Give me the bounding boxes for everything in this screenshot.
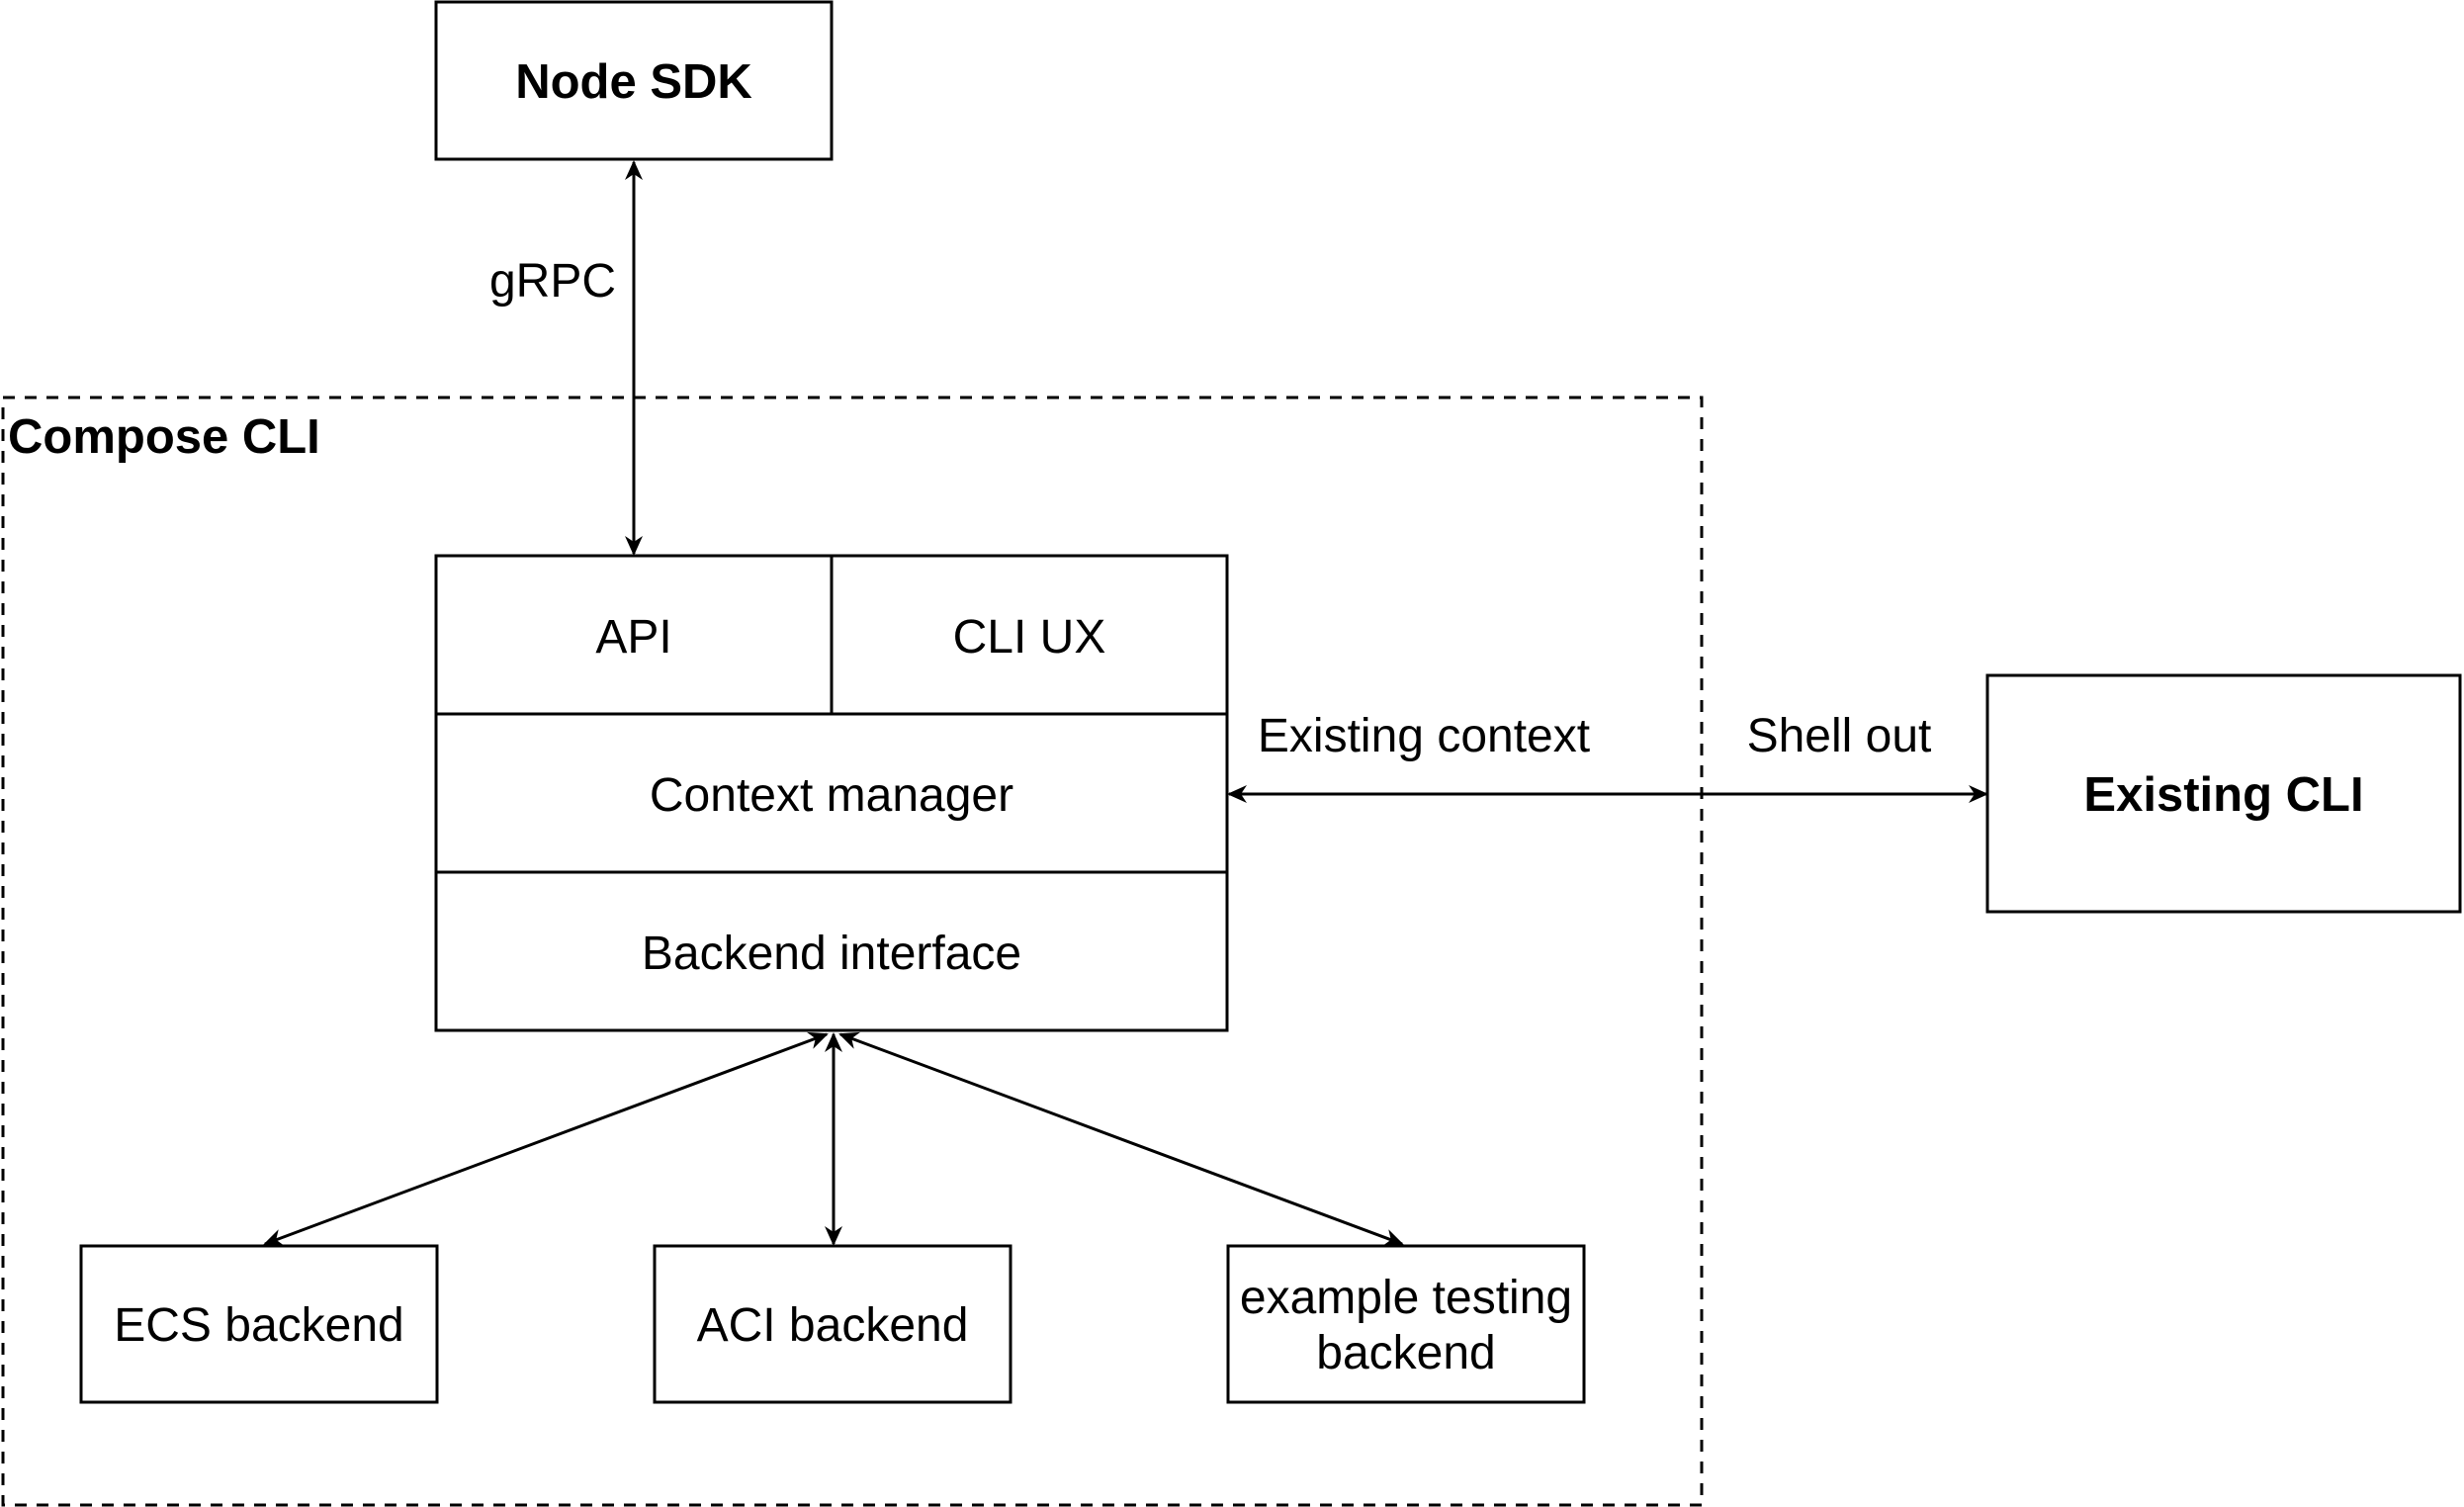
existing-context-label: Existing context bbox=[1258, 710, 1590, 762]
api-label: API bbox=[595, 611, 671, 664]
existing-cli-label: Existing CLI bbox=[2083, 768, 2363, 822]
cli-ux-label: CLI UX bbox=[953, 611, 1106, 664]
grpc-edge: gRPC bbox=[489, 160, 643, 556]
backend-interface-box bbox=[434, 870, 1229, 1032]
core-stack: API CLI UX Context manager Backend inter… bbox=[434, 554, 1229, 1032]
compose-cli-label: Compose CLI bbox=[8, 410, 320, 464]
shell-out-label: Shell out bbox=[1747, 710, 1932, 762]
ecs-backend-label: ECS backend bbox=[114, 1299, 404, 1352]
existing-cli-edge: Existing context Shell out bbox=[1227, 710, 1988, 803]
grpc-label: gRPC bbox=[489, 255, 616, 308]
example-testing-backend-label-line1: example testing bbox=[1240, 1272, 1572, 1324]
example-testing-backend-box: example testing backend bbox=[1226, 1244, 1586, 1404]
ecs-edge bbox=[263, 1031, 829, 1247]
compose-cli-boundary bbox=[1, 396, 1704, 1507]
example-testing-backend-label-line2: backend bbox=[1316, 1327, 1495, 1379]
node-sdk-box: Node SDK bbox=[434, 0, 834, 161]
context-manager-label: Context manager bbox=[650, 769, 1013, 822]
backend-interface-label: Backend interface bbox=[642, 928, 1021, 980]
ecs-backend-box: ECS backend bbox=[79, 1244, 439, 1404]
compose-cli-container: Compose CLI bbox=[1, 396, 1704, 1507]
backend-edges bbox=[263, 1031, 1404, 1247]
cli-ux-box bbox=[830, 554, 1229, 716]
example-testing-edge bbox=[838, 1031, 1404, 1247]
node-sdk-label: Node SDK bbox=[515, 55, 752, 109]
existing-cli-box: Existing CLI bbox=[1985, 673, 2462, 914]
aci-backend-box: ACI backend bbox=[653, 1244, 1012, 1404]
aci-backend-label: ACI backend bbox=[697, 1299, 969, 1352]
